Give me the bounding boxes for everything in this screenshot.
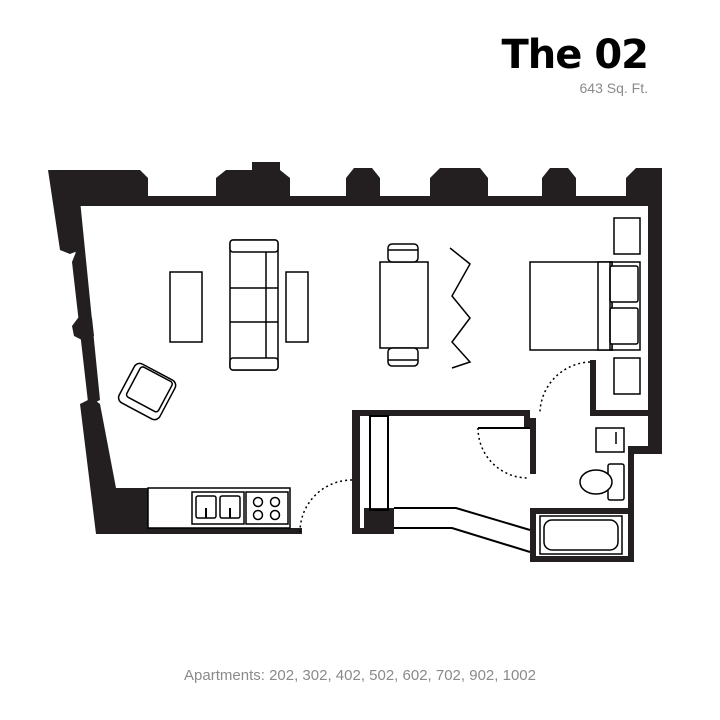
ottoman: [285, 271, 309, 343]
exterior-walls: [48, 162, 662, 562]
bedroom-door-swing: [539, 361, 591, 413]
bathtub: [539, 515, 623, 555]
sofa: [229, 239, 279, 371]
door-swings: [299, 361, 591, 533]
entry-door-swing: [299, 479, 353, 533]
apartment-list: Apartments: 202, 302, 402, 502, 602, 702…: [184, 667, 536, 684]
interior-lines: [369, 415, 531, 553]
armchair: [117, 362, 177, 421]
furniture: [117, 217, 641, 555]
plan-area: 643 Sq. Ft.: [579, 80, 648, 96]
faucets: [205, 508, 231, 518]
toilet: [579, 463, 625, 501]
bed: [529, 261, 641, 351]
side-table: [169, 271, 203, 343]
bathroom-sink: [595, 427, 625, 453]
stove: [245, 491, 289, 525]
plan-title: The 02: [501, 32, 649, 78]
bath-door-swing: [477, 427, 529, 479]
nightstand-bottom: [613, 357, 641, 395]
dining-table: [379, 243, 429, 367]
nightstand-top: [613, 217, 641, 255]
kitchen-sink: [191, 491, 245, 525]
folding-screen: [449, 247, 472, 369]
